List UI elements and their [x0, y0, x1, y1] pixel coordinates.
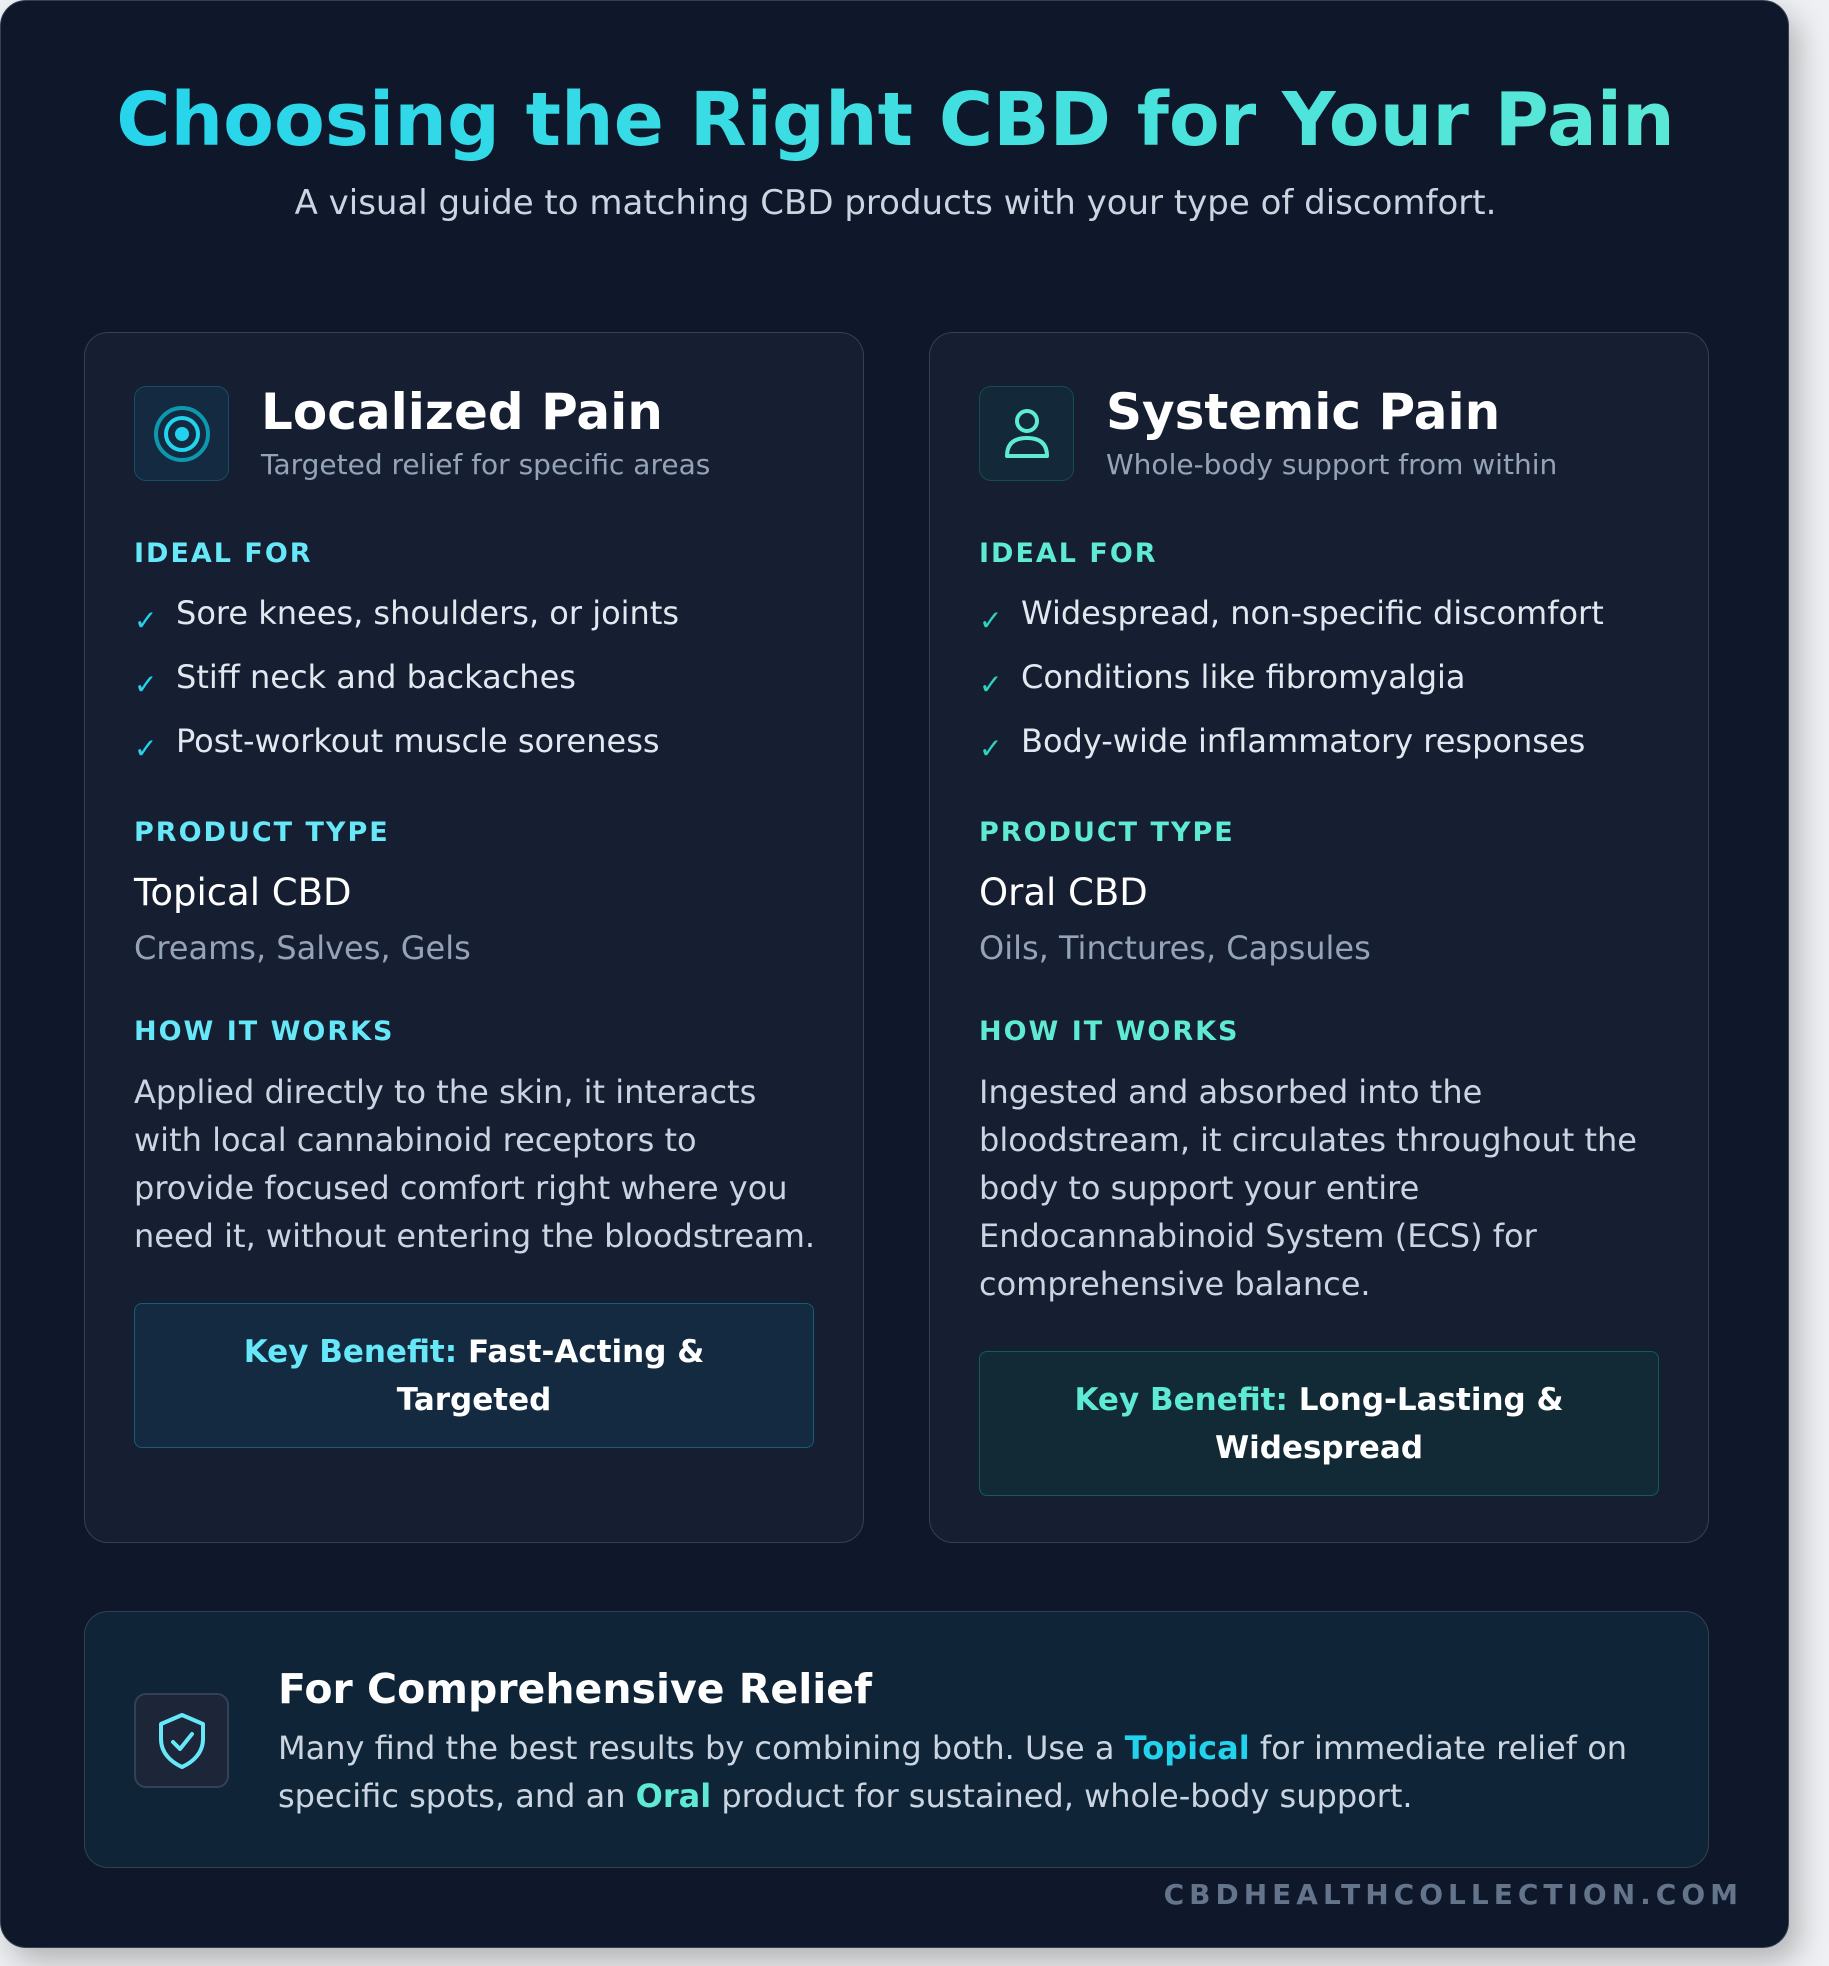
list-item: ✓Body-wide inflammatory responses [979, 721, 1585, 765]
product-type: Topical CBD [134, 871, 352, 914]
ideal-for-label: IDEAL FOR [979, 538, 1158, 569]
infographic: Choosing the Right CBD for Your Pain A v… [0, 0, 1789, 1948]
card-subheading: Targeted relief for specific areas [261, 448, 711, 481]
how-it-works-label: HOW IT WORKS [134, 1016, 395, 1047]
list-item: ✓Widespread, non-specific discomfort [979, 593, 1604, 637]
highlight-oral: Oral [635, 1777, 712, 1815]
how-it-works-label: HOW IT WORKS [979, 1016, 1240, 1047]
key-benefit-box: Key Benefit: Fast-Acting & Targeted [134, 1303, 814, 1448]
key-benefit-label: Key Benefit: [243, 1333, 458, 1370]
list-item: ✓Conditions like fibromyalgia [979, 657, 1466, 701]
highlight-topical: Topical [1124, 1729, 1250, 1767]
product-type: Oral CBD [979, 871, 1148, 914]
check-icon: ✓ [134, 668, 158, 701]
check-icon: ✓ [979, 604, 1003, 637]
card-heading: Systemic Pain [1106, 383, 1501, 441]
check-icon: ✓ [979, 732, 1003, 765]
comprehensive-relief-box: For Comprehensive Relief Many find the b… [84, 1611, 1709, 1868]
how-it-works-text: Ingested and absorbed into the bloodstre… [979, 1073, 1637, 1303]
target-icon [134, 386, 229, 481]
page-subtitle: A visual guide to matching CBD products … [294, 183, 1497, 223]
product-forms: Oils, Tinctures, Capsules [979, 929, 1371, 967]
key-benefit-text: Long-Lasting & Widespread [1214, 1381, 1564, 1466]
key-benefit-text: Fast-Acting & Targeted [396, 1333, 705, 1418]
key-benefit-box: Key Benefit: Long-Lasting & Widespread [979, 1351, 1659, 1496]
list-item: ✓Sore knees, shoulders, or joints [134, 593, 679, 637]
card-heading: Localized Pain [261, 383, 663, 441]
how-it-works-text: Applied directly to the skin, it interac… [134, 1073, 816, 1255]
shield-check-icon [134, 1693, 229, 1788]
product-type-label: PRODUCT TYPE [979, 817, 1235, 848]
relief-heading: For Comprehensive Relief [278, 1665, 872, 1713]
check-icon: ✓ [134, 732, 158, 765]
list-item: ✓Stiff neck and backaches [134, 657, 576, 701]
card-subheading: Whole-body support from within [1106, 448, 1558, 481]
footer-watermark: CBDHEALTHCOLLECTION.COM [1163, 1878, 1743, 1911]
check-icon: ✓ [979, 668, 1003, 701]
product-forms: Creams, Salves, Gels [134, 929, 471, 967]
page-title: Choosing the Right CBD for Your Pain [1, 75, 1790, 165]
relief-text: Many find the best results by combining … [278, 1729, 1628, 1815]
list-item: ✓Post-workout muscle soreness [134, 721, 660, 765]
person-icon [979, 386, 1074, 481]
card-localized-pain: Localized Pain Targeted relief for speci… [84, 332, 864, 1543]
check-icon: ✓ [134, 604, 158, 637]
product-type-label: PRODUCT TYPE [134, 817, 390, 848]
ideal-for-label: IDEAL FOR [134, 538, 313, 569]
card-systemic-pain: Systemic Pain Whole-body support from wi… [929, 332, 1709, 1543]
key-benefit-label: Key Benefit: [1074, 1381, 1288, 1418]
